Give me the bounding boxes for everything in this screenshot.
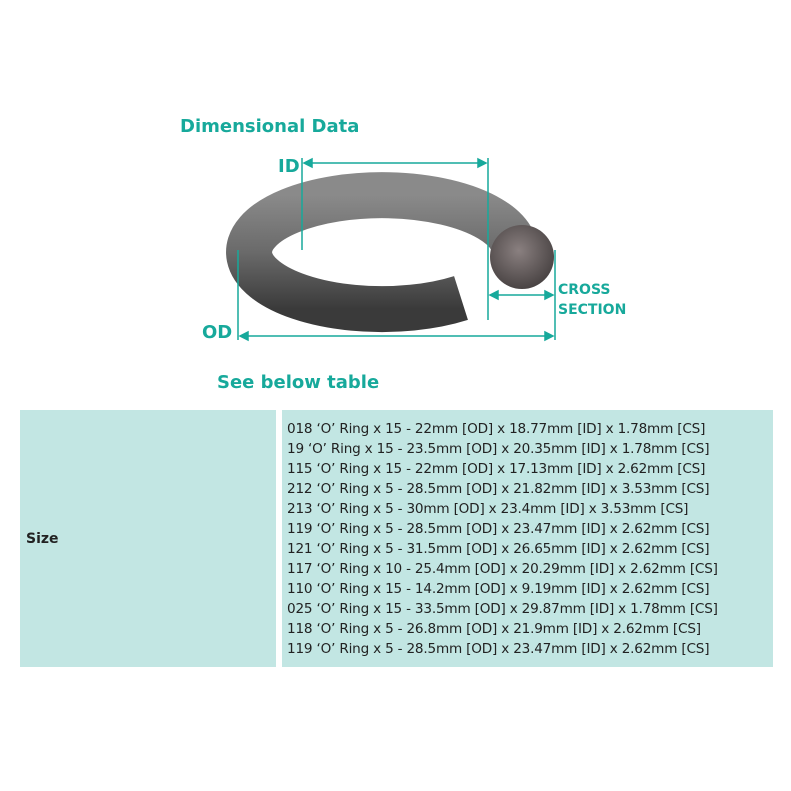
size-row: 110 ‘O’ Ring x 15 - 14.2mm [OD] x 9.19mm…: [287, 581, 710, 597]
o-ring-body: [226, 172, 533, 333]
heading: Dimensional Data: [180, 116, 360, 137]
size-label: Size: [26, 531, 59, 547]
size-row: 025 ‘O’ Ring x 15 - 33.5mm [OD] x 29.87m…: [287, 601, 718, 617]
o-ring-cross-section: [490, 225, 554, 289]
size-values-cell: 018 ‘O’ Ring x 15 - 22mm [OD] x 18.77mm …: [282, 410, 773, 667]
subheading: See below table: [217, 372, 380, 393]
section-label: SECTION: [558, 302, 627, 318]
size-label-cell: Size: [20, 410, 276, 667]
size-row: 213 ‘O’ Ring x 5 - 30mm [OD] x 23.4mm [I…: [287, 501, 689, 517]
size-row: 19 ‘O’ Ring x 15 - 23.5mm [OD] x 20.35mm…: [287, 441, 710, 457]
size-row: 119 ‘O’ Ring x 5 - 28.5mm [OD] x 23.47mm…: [287, 521, 710, 537]
size-row: 121 ‘O’ Ring x 5 - 31.5mm [OD] x 26.65mm…: [287, 541, 710, 557]
size-row: 119 ‘O’ Ring x 5 - 28.5mm [OD] x 23.47mm…: [287, 641, 710, 657]
size-row: 212 ‘O’ Ring x 5 - 28.5mm [OD] x 21.82mm…: [287, 481, 710, 497]
size-row: 018 ‘O’ Ring x 15 - 22mm [OD] x 18.77mm …: [287, 421, 706, 437]
size-row: 115 ‘O’ Ring x 15 - 22mm [OD] x 17.13mm …: [287, 461, 706, 477]
size-row: 118 ‘O’ Ring x 5 - 26.8mm [OD] x 21.9mm …: [287, 621, 701, 637]
size-row: 117 ‘O’ Ring x 10 - 25.4mm [OD] x 20.29m…: [287, 561, 718, 577]
od-label: OD: [202, 322, 233, 343]
o-ring-diagram: [226, 157, 556, 342]
cross-label: CROSS: [558, 282, 611, 298]
id-label: ID: [278, 156, 300, 177]
